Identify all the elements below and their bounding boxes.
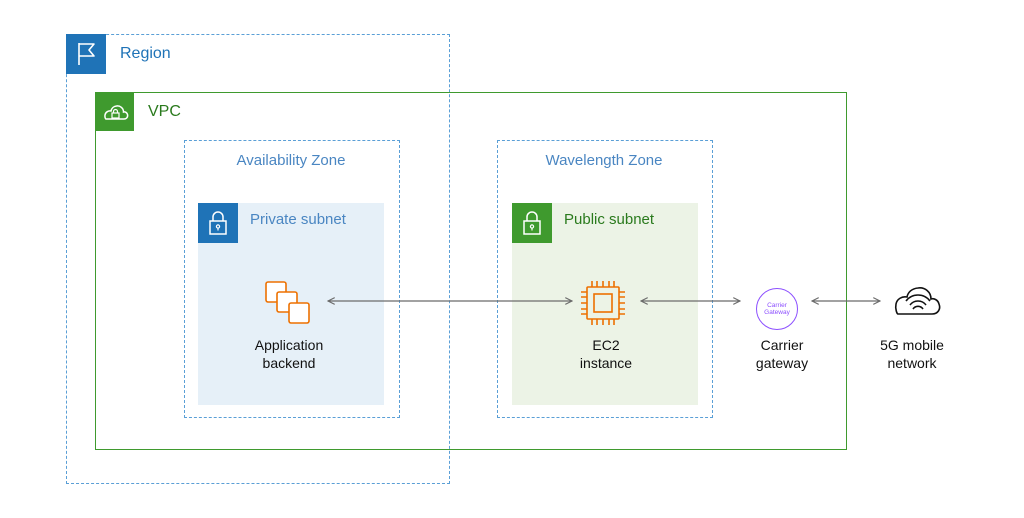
chip-icon [581,281,625,325]
carrier-gateway-badge-line2: Gateway [764,309,790,316]
ec2-instance-label: EC2 instance [579,337,633,371]
padlock-icon [512,203,552,243]
stacked-squares-icon [265,281,310,324]
wavelength-zone-label: Wavelength Zone [545,152,663,169]
vpc-label: VPC [148,103,181,120]
region-label: Region [120,45,171,62]
vpc-boundary [95,92,847,450]
wavelength-zone-boundary [497,140,713,418]
carrier-gateway-icon: Carrier Gateway [756,288,798,330]
cloud-lock-icon [96,93,134,131]
availability-zone-boundary [184,140,400,418]
availability-zone-label: Availability Zone [236,152,346,169]
carrier-gateway-label: Carrier gateway [755,337,809,371]
flag-icon [66,34,106,74]
wifi-cloud-icon [894,287,941,315]
private-subnet-label: Private subnet [250,211,346,228]
5g-mobile-network-label: 5G mobile network [880,337,944,371]
padlock-icon [198,203,238,243]
public-subnet-label: Public subnet [564,211,655,228]
application-backend-label: Application backend [254,337,324,371]
carrier-gateway-badge-line1: Carrier [767,302,787,309]
region-boundary [66,34,450,484]
